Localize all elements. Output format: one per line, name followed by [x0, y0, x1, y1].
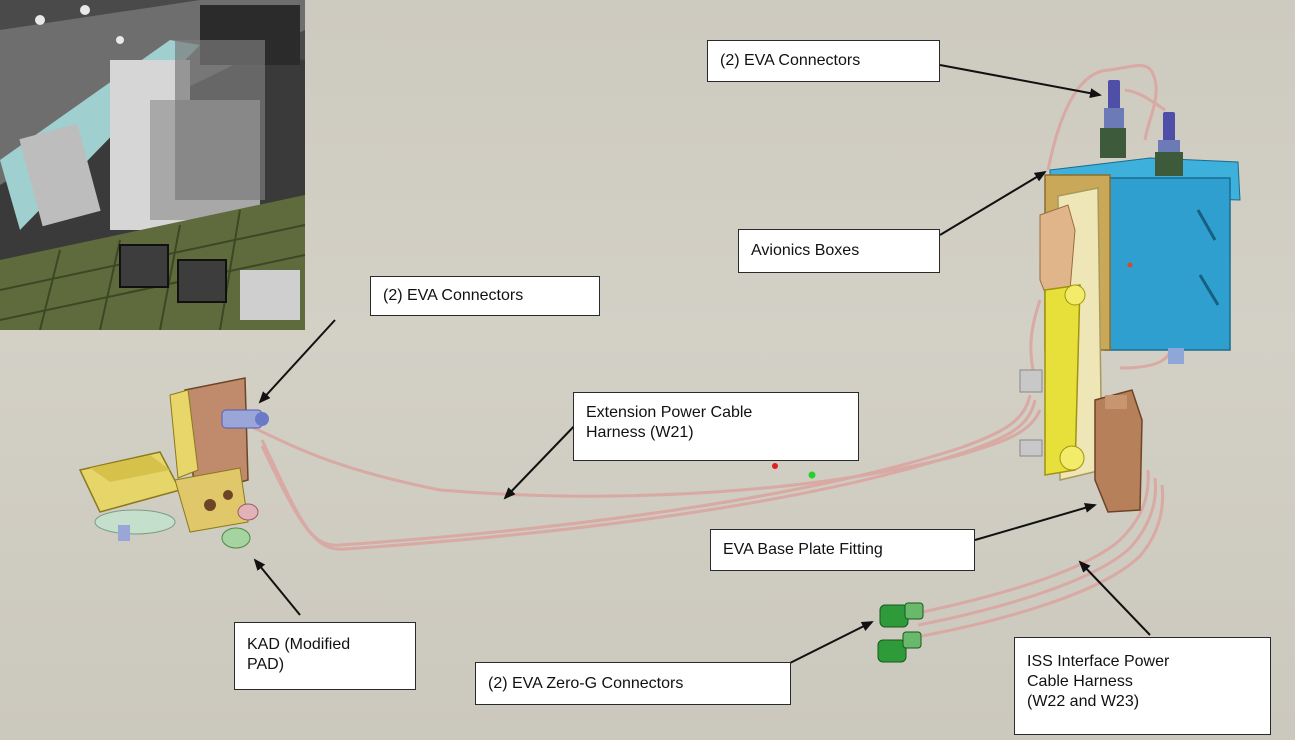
arrow-extension-cable [505, 420, 580, 498]
arrow-base-plate [975, 505, 1095, 540]
inset-cad-view [0, 0, 305, 330]
label-avionics-boxes: Avionics Boxes [738, 229, 940, 273]
label-kad-modified-pad: KAD (Modified PAD) [234, 622, 416, 690]
label-zero-g-connectors: (2) EVA Zero-G Connectors [475, 662, 791, 705]
leader-arrows [255, 65, 1150, 663]
kad-modified-pad [80, 378, 269, 548]
eva-base-plate-fitting [1095, 390, 1142, 512]
arrow-left-connectors [260, 320, 335, 402]
label-eva-connectors-left: (2) EVA Connectors [370, 276, 600, 316]
zero-g-connectors [878, 603, 923, 662]
label-extension-power-cable: Extension Power Cable Harness (W21) [573, 392, 859, 461]
arrow-avionics-boxes [940, 172, 1045, 235]
label-iss-interface-power-cable: ISS Interface Power Cable Harness (W22 a… [1014, 637, 1271, 735]
label-eva-connectors-top: (2) EVA Connectors [707, 40, 940, 82]
marker-dots [772, 463, 816, 479]
label-eva-base-plate-fitting: EVA Base Plate Fitting [710, 529, 975, 571]
inset-artwork [0, 0, 305, 330]
arrow-kad [255, 560, 300, 615]
arrow-zero-g [790, 622, 872, 663]
arrow-top-connectors [940, 65, 1100, 95]
